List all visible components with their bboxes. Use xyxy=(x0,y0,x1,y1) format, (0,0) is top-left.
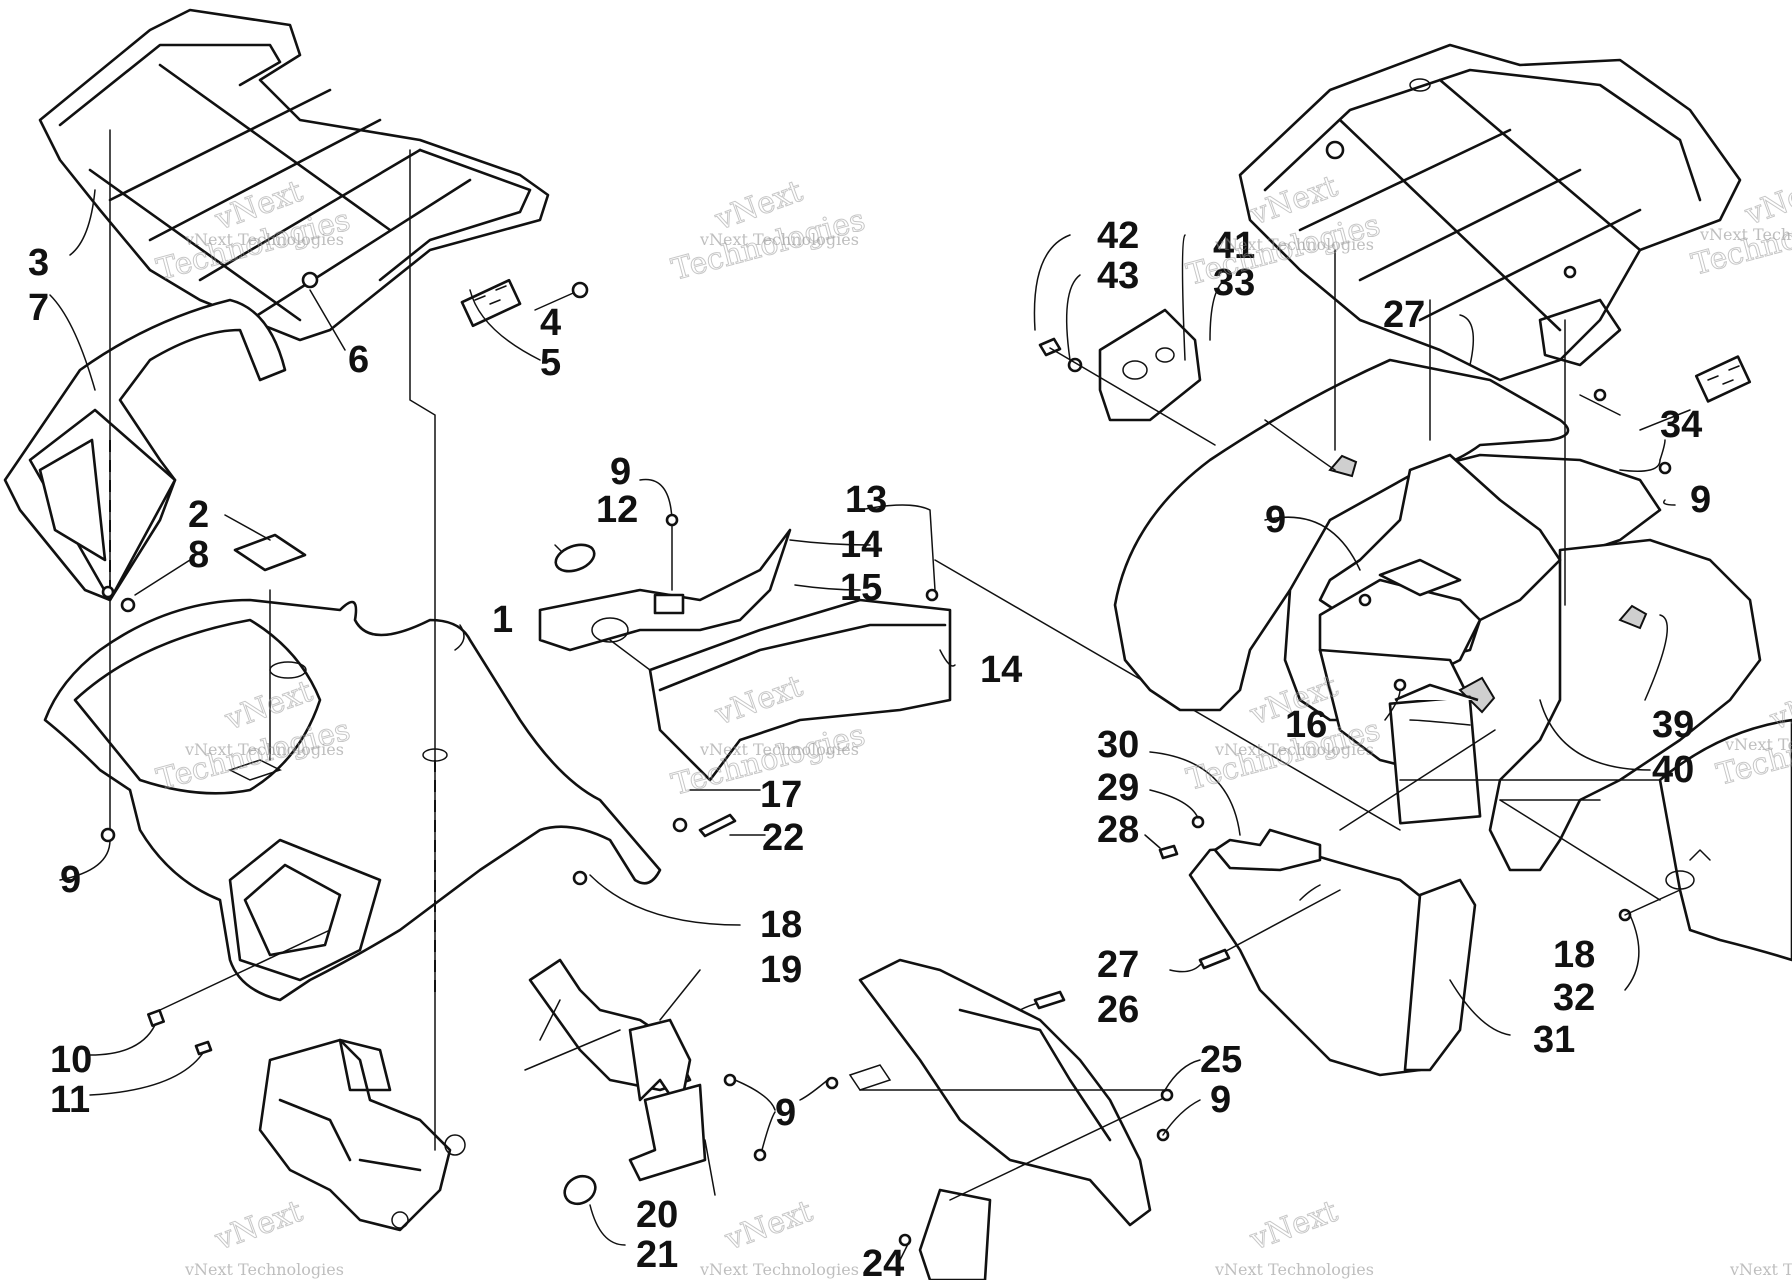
callout-14-upper: 14 xyxy=(840,524,882,566)
front-fender-cover xyxy=(3,298,287,602)
callout-3: 3 xyxy=(28,242,49,284)
rear-lower-panel xyxy=(1144,729,1661,1077)
callout-43: 43 xyxy=(1097,255,1139,297)
decal xyxy=(233,533,307,572)
callout-6: 6 xyxy=(348,339,369,381)
callout-18-rear: 18 xyxy=(1553,934,1595,976)
callout-27-lower: 27 xyxy=(1097,944,1139,986)
callout-32: 32 xyxy=(1553,977,1595,1019)
callout-15: 15 xyxy=(840,567,882,609)
watermark-line: vNext Technologies xyxy=(699,1260,859,1279)
watermark-line: vNext Technologies xyxy=(1214,740,1374,759)
callout-labels: 3 7 6 4 5 2 8 1 9 10 11 9 12 14 13 15 14… xyxy=(28,215,1711,1280)
watermark-line: vNext Technologies xyxy=(1214,235,1374,254)
watermark-line: vNext Technologies xyxy=(699,740,859,759)
callout-16: 16 xyxy=(1285,704,1327,746)
callout-30: 30 xyxy=(1097,724,1139,766)
side-panel-lower xyxy=(609,598,952,782)
callout-31: 31 xyxy=(1533,1019,1575,1061)
callout-34: 34 xyxy=(1660,404,1702,446)
callout-19: 19 xyxy=(760,949,802,991)
rear-fender-extension xyxy=(1618,718,1792,991)
watermark-brand: vNext xyxy=(1245,1194,1342,1258)
callout-9-lower: 9 xyxy=(1210,1079,1231,1121)
left-leaders xyxy=(49,129,589,1151)
callout-9-bracket: 9 xyxy=(775,1092,796,1134)
callout-10: 10 xyxy=(50,1039,92,1081)
mount-bracket xyxy=(524,958,776,1246)
callout-28: 28 xyxy=(1097,809,1139,851)
rear-fender-main xyxy=(1113,249,1762,872)
callout-9-panel: 9 xyxy=(610,451,631,493)
inner-side-panel xyxy=(799,958,1201,1280)
front-fender-main xyxy=(43,598,662,1002)
watermark-brand: vNext xyxy=(210,1194,307,1258)
callout-20: 20 xyxy=(636,1194,678,1236)
callout-11: 11 xyxy=(50,1079,90,1121)
callout-22: 22 xyxy=(762,817,804,859)
callout-14-lower: 14 xyxy=(980,649,1022,691)
callout-9-front: 9 xyxy=(60,859,81,901)
callout-42: 42 xyxy=(1097,215,1139,257)
watermark-line: vNext Technologies xyxy=(1214,1260,1374,1279)
callout-33: 33 xyxy=(1213,262,1255,304)
callout-26: 26 xyxy=(1097,989,1139,1031)
callout-7: 7 xyxy=(28,287,49,329)
watermark-line: vNext Technologies xyxy=(184,1260,344,1279)
watermark-line: vNext Technologies xyxy=(1729,1260,1792,1279)
callout-41: 41 xyxy=(1213,225,1255,267)
rear-leaders xyxy=(1033,234,1676,721)
callout-18-front: 18 xyxy=(760,904,802,946)
center-leaders xyxy=(572,478,1401,926)
callout-24: 24 xyxy=(862,1243,904,1280)
callout-5: 5 xyxy=(540,342,561,384)
callout-21: 21 xyxy=(636,1234,678,1276)
callout-2: 2 xyxy=(188,494,209,536)
callout-29: 29 xyxy=(1097,767,1139,809)
callout-27-upper: 27 xyxy=(1383,294,1425,336)
callout-4: 4 xyxy=(540,302,561,344)
callout-9-rear-right: 9 xyxy=(1690,479,1711,521)
watermark-line: vNext Technologies xyxy=(1724,735,1792,754)
callout-39: 39 xyxy=(1652,704,1694,746)
callout-12: 12 xyxy=(596,489,638,531)
watermark-brand: vNext xyxy=(720,1194,817,1258)
callout-8: 8 xyxy=(188,534,209,576)
watermark-line: vNext Technologies xyxy=(184,230,344,249)
rear-rack xyxy=(1238,43,1752,403)
callout-40: 40 xyxy=(1652,749,1694,791)
front-frame-bracket xyxy=(258,1038,466,1232)
callout-1: 1 xyxy=(492,599,513,641)
callout-9-rear-left: 9 xyxy=(1265,499,1286,541)
callout-25: 25 xyxy=(1200,1039,1242,1081)
watermark-line: vNext Technologies xyxy=(699,230,859,249)
watermark-line: vNext Technologies xyxy=(1699,225,1792,244)
watermark-line: vNext Technologies xyxy=(184,740,344,759)
taillight-bracket xyxy=(1038,308,1216,446)
side-panel-upper xyxy=(538,528,792,652)
callout-17: 17 xyxy=(760,774,802,816)
front-rack xyxy=(38,8,550,342)
callout-13: 13 xyxy=(845,479,887,521)
